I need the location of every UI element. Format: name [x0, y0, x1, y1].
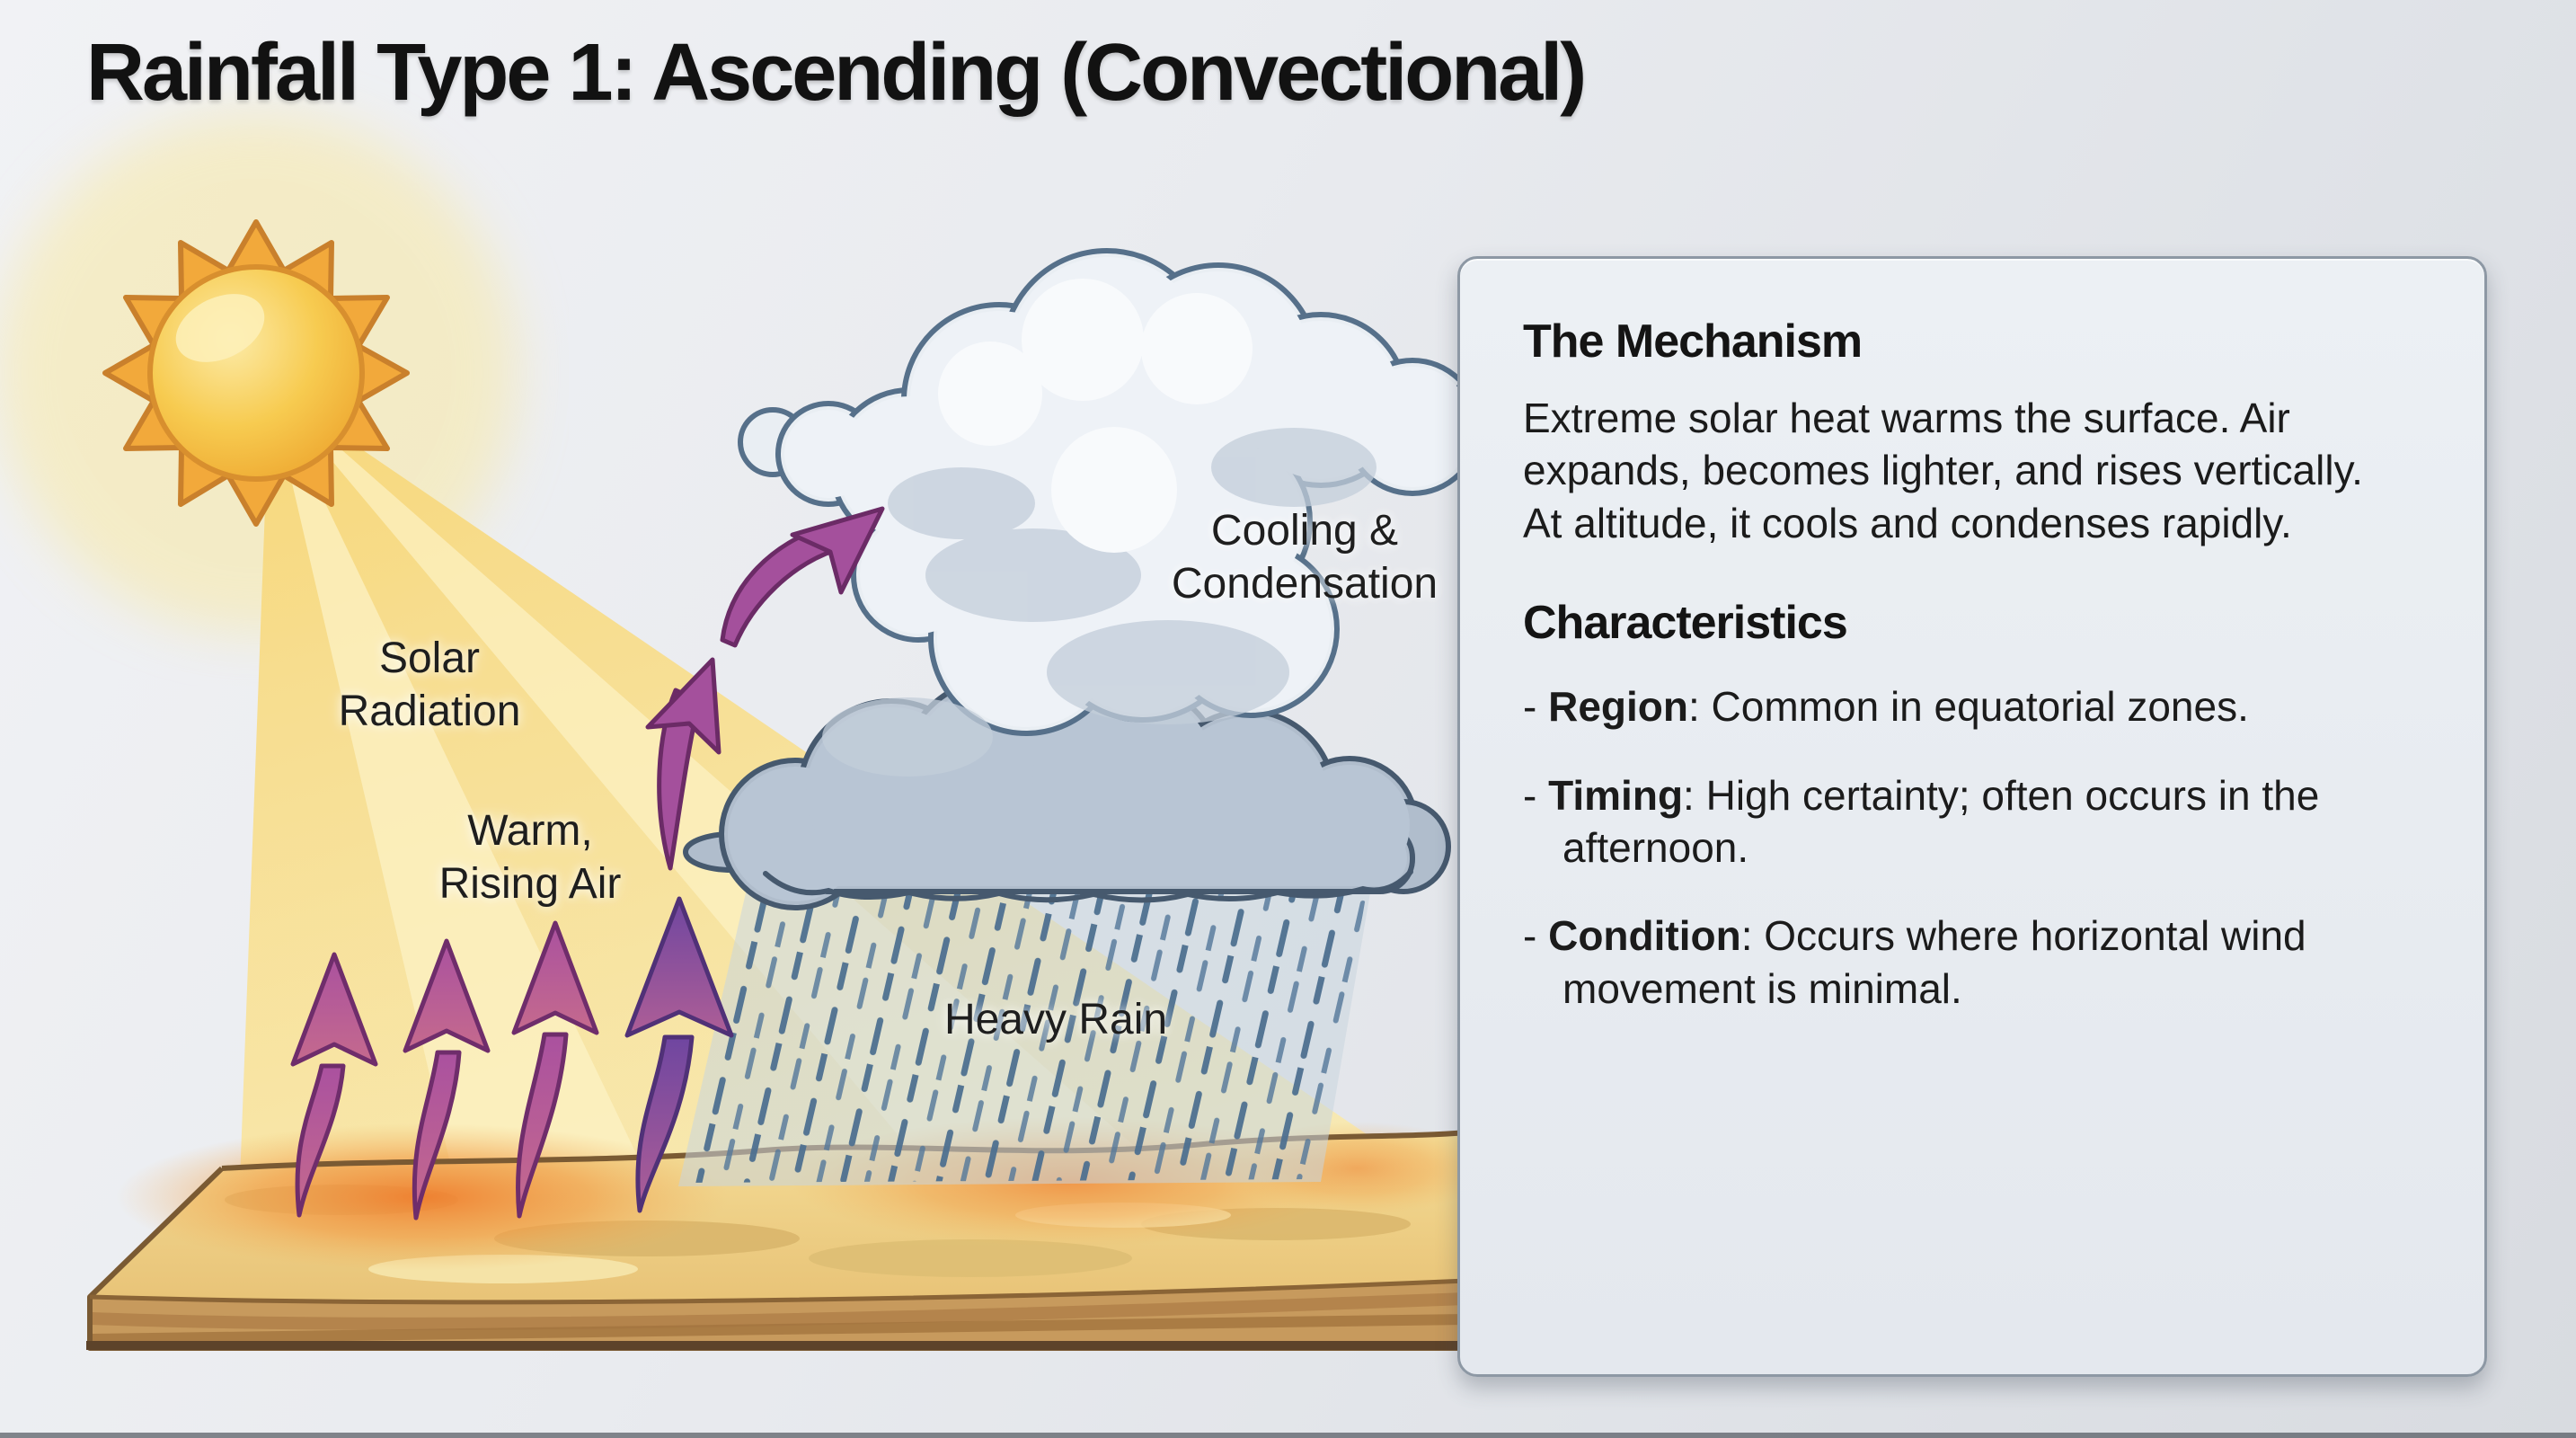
mechanism-title: The Mechanism	[1523, 315, 1863, 368]
solar-radiation-line2: Radiation	[338, 687, 521, 735]
characteristic-item-timing: - Timing: High certainty; often occurs i…	[1523, 769, 2421, 874]
storm-cloud	[683, 248, 1527, 910]
bullet-term: Timing	[1548, 771, 1684, 819]
bullet-term: Region	[1548, 683, 1688, 731]
bullet-dash: -	[1523, 683, 1549, 731]
bullet-dash: -	[1523, 912, 1549, 960]
bullet-term: Condition	[1548, 912, 1741, 960]
characteristic-item-region: - Region: Common in equatorial zones.	[1523, 680, 2421, 732]
warm-rising-line2: Rising Air	[438, 859, 622, 908]
solar-radiation-label: Solar Radiation	[339, 633, 521, 738]
info-panel: The Mechanism Extreme solar heat warms t…	[1457, 256, 2487, 1377]
sun-icon	[102, 219, 410, 527]
cooling-line2: Condensation	[1171, 559, 1438, 608]
cooling-line1: Cooling &	[1210, 507, 1399, 555]
page-title: Rainfall Type 1: Ascending (Convectional…	[86, 28, 1587, 118]
warm-air-updraft-arrows	[290, 896, 734, 1221]
solar-radiation-line1: Solar	[378, 635, 481, 682]
warm-rising-line1: Warm,	[467, 807, 593, 855]
updraft-curved-arrows	[645, 506, 885, 871]
heavy-rain-dashes	[678, 840, 1379, 1186]
heavy-rain-label: Heavy Rain	[943, 996, 1168, 1043]
bullet-text: : High certainty; often occurs in the af…	[1562, 771, 2320, 872]
characteristics-title: Characteristics	[1523, 597, 1848, 650]
rising-air-arrow-large	[624, 896, 734, 1213]
mechanism-text: Extreme solar heat warms the surface. Ai…	[1523, 395, 2363, 546]
bullet-text: : Common in equatorial zones.	[1688, 683, 2249, 731]
bullet-text: : Occurs where horizontal wind movement …	[1562, 912, 2306, 1012]
rising-air-arrow	[290, 920, 599, 1221]
warm-rising-air-label: Warm, Rising Air	[439, 805, 622, 910]
cooling-condensation-label: Cooling & Condensation	[1172, 505, 1438, 610]
characteristic-item-condition: - Condition: Occurs where horizontal win…	[1523, 910, 2421, 1015]
bullet-dash: -	[1523, 771, 1549, 819]
